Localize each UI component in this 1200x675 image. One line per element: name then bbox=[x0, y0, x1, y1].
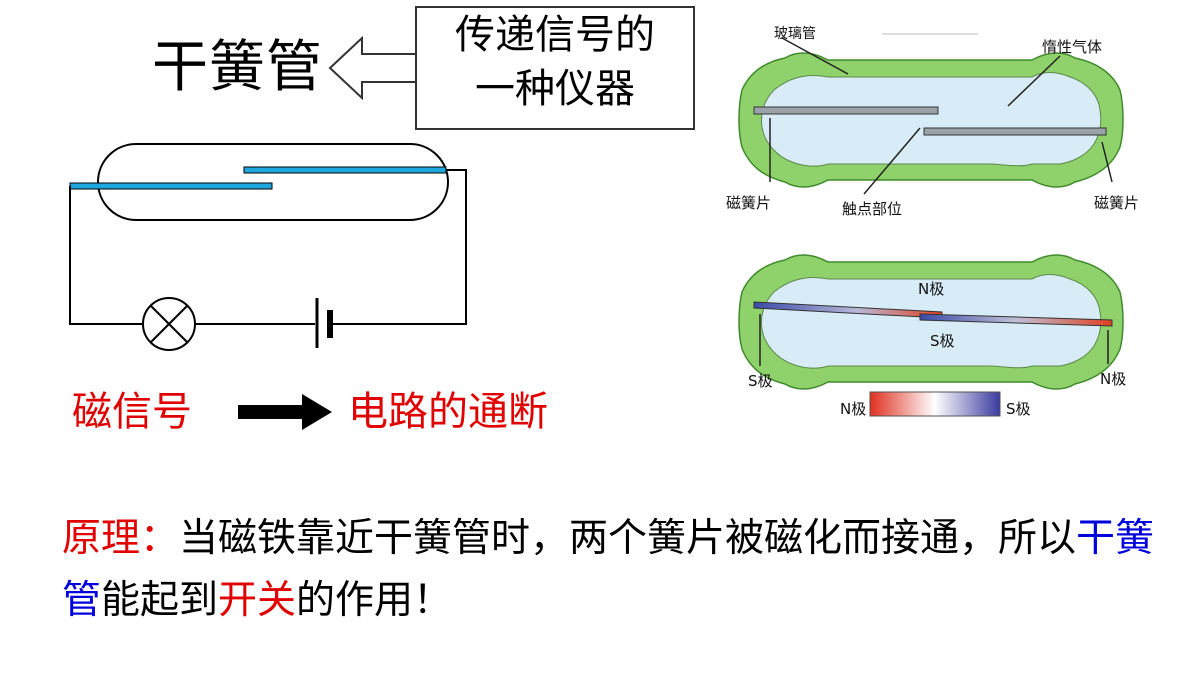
label-n-top: N极 bbox=[918, 280, 944, 298]
principle-highlight-reed-switch: 干簧管 bbox=[62, 516, 1155, 623]
principle-label: 原理： bbox=[62, 516, 180, 561]
left-reed bbox=[69, 182, 273, 190]
callout-line-2: 一种仪器 bbox=[475, 66, 635, 112]
label-gas: 惰性气体 bbox=[1042, 38, 1102, 56]
page-title: 干簧管 bbox=[152, 35, 323, 100]
battery-icon bbox=[315, 298, 333, 348]
label-reed-left: 磁簧片 bbox=[726, 194, 771, 212]
label-s-left: S极 bbox=[748, 372, 773, 390]
label-s-mid: S极 bbox=[930, 332, 955, 350]
flow-input-label: 磁信号 bbox=[72, 389, 192, 435]
glass-tube-inner bbox=[761, 72, 1102, 167]
wire-right bbox=[332, 169, 467, 325]
principle-text-2: 能起到 bbox=[101, 578, 219, 623]
callout-arrow bbox=[328, 35, 417, 101]
reed-switch-circuit bbox=[69, 143, 467, 351]
principle-text-1: 当磁铁靠近干簧管时，两个簧片被磁化而接通，所以 bbox=[179, 516, 1077, 561]
reed-switch-magnetized-figure: N极 S极 S极 N极 N极 S极 bbox=[738, 254, 1126, 418]
callout-box: 传递信号的 一种仪器 bbox=[415, 6, 695, 130]
label-glass: 玻璃管 bbox=[774, 25, 816, 42]
lamp-icon bbox=[142, 297, 196, 351]
label-reed-right: 磁簧片 bbox=[1094, 194, 1139, 212]
leader-contact bbox=[863, 127, 921, 195]
right-reed bbox=[243, 166, 447, 174]
top-left-reed bbox=[753, 106, 939, 115]
principle-text: 原理：当磁铁靠近干簧管时，两个簧片被磁化而接通，所以干簧管能起到开关的作用！ bbox=[62, 508, 1172, 632]
magnetized-right-reed bbox=[919, 313, 1113, 327]
glass-tube-outline bbox=[97, 143, 449, 221]
principle-text-3: 的作用！ bbox=[296, 578, 453, 623]
top-right-reed bbox=[923, 127, 1107, 136]
wire-left bbox=[69, 186, 143, 325]
leader-glass bbox=[781, 37, 849, 75]
callout-line-1: 传递信号的 bbox=[455, 12, 655, 58]
leader-gas bbox=[1007, 55, 1061, 107]
legend-n-label: N极 bbox=[840, 400, 866, 418]
label-contact: 触点部位 bbox=[842, 200, 902, 218]
reed-switch-structure-figure: 玻璃管 惰性气体 磁簧片 触点部位 磁簧片 bbox=[726, 25, 1139, 218]
magnetized-glass-inner bbox=[761, 274, 1102, 369]
leader-reed-right bbox=[1101, 141, 1113, 183]
label-n-right: N极 bbox=[1100, 370, 1126, 388]
principle-highlight-switch: 开关 bbox=[218, 578, 297, 623]
flow-output-label: 电路的通断 bbox=[348, 389, 548, 435]
legend-s-label: S极 bbox=[1006, 400, 1031, 418]
polarity-legend-bar bbox=[869, 391, 1001, 417]
flow-arrow-icon bbox=[238, 394, 332, 430]
